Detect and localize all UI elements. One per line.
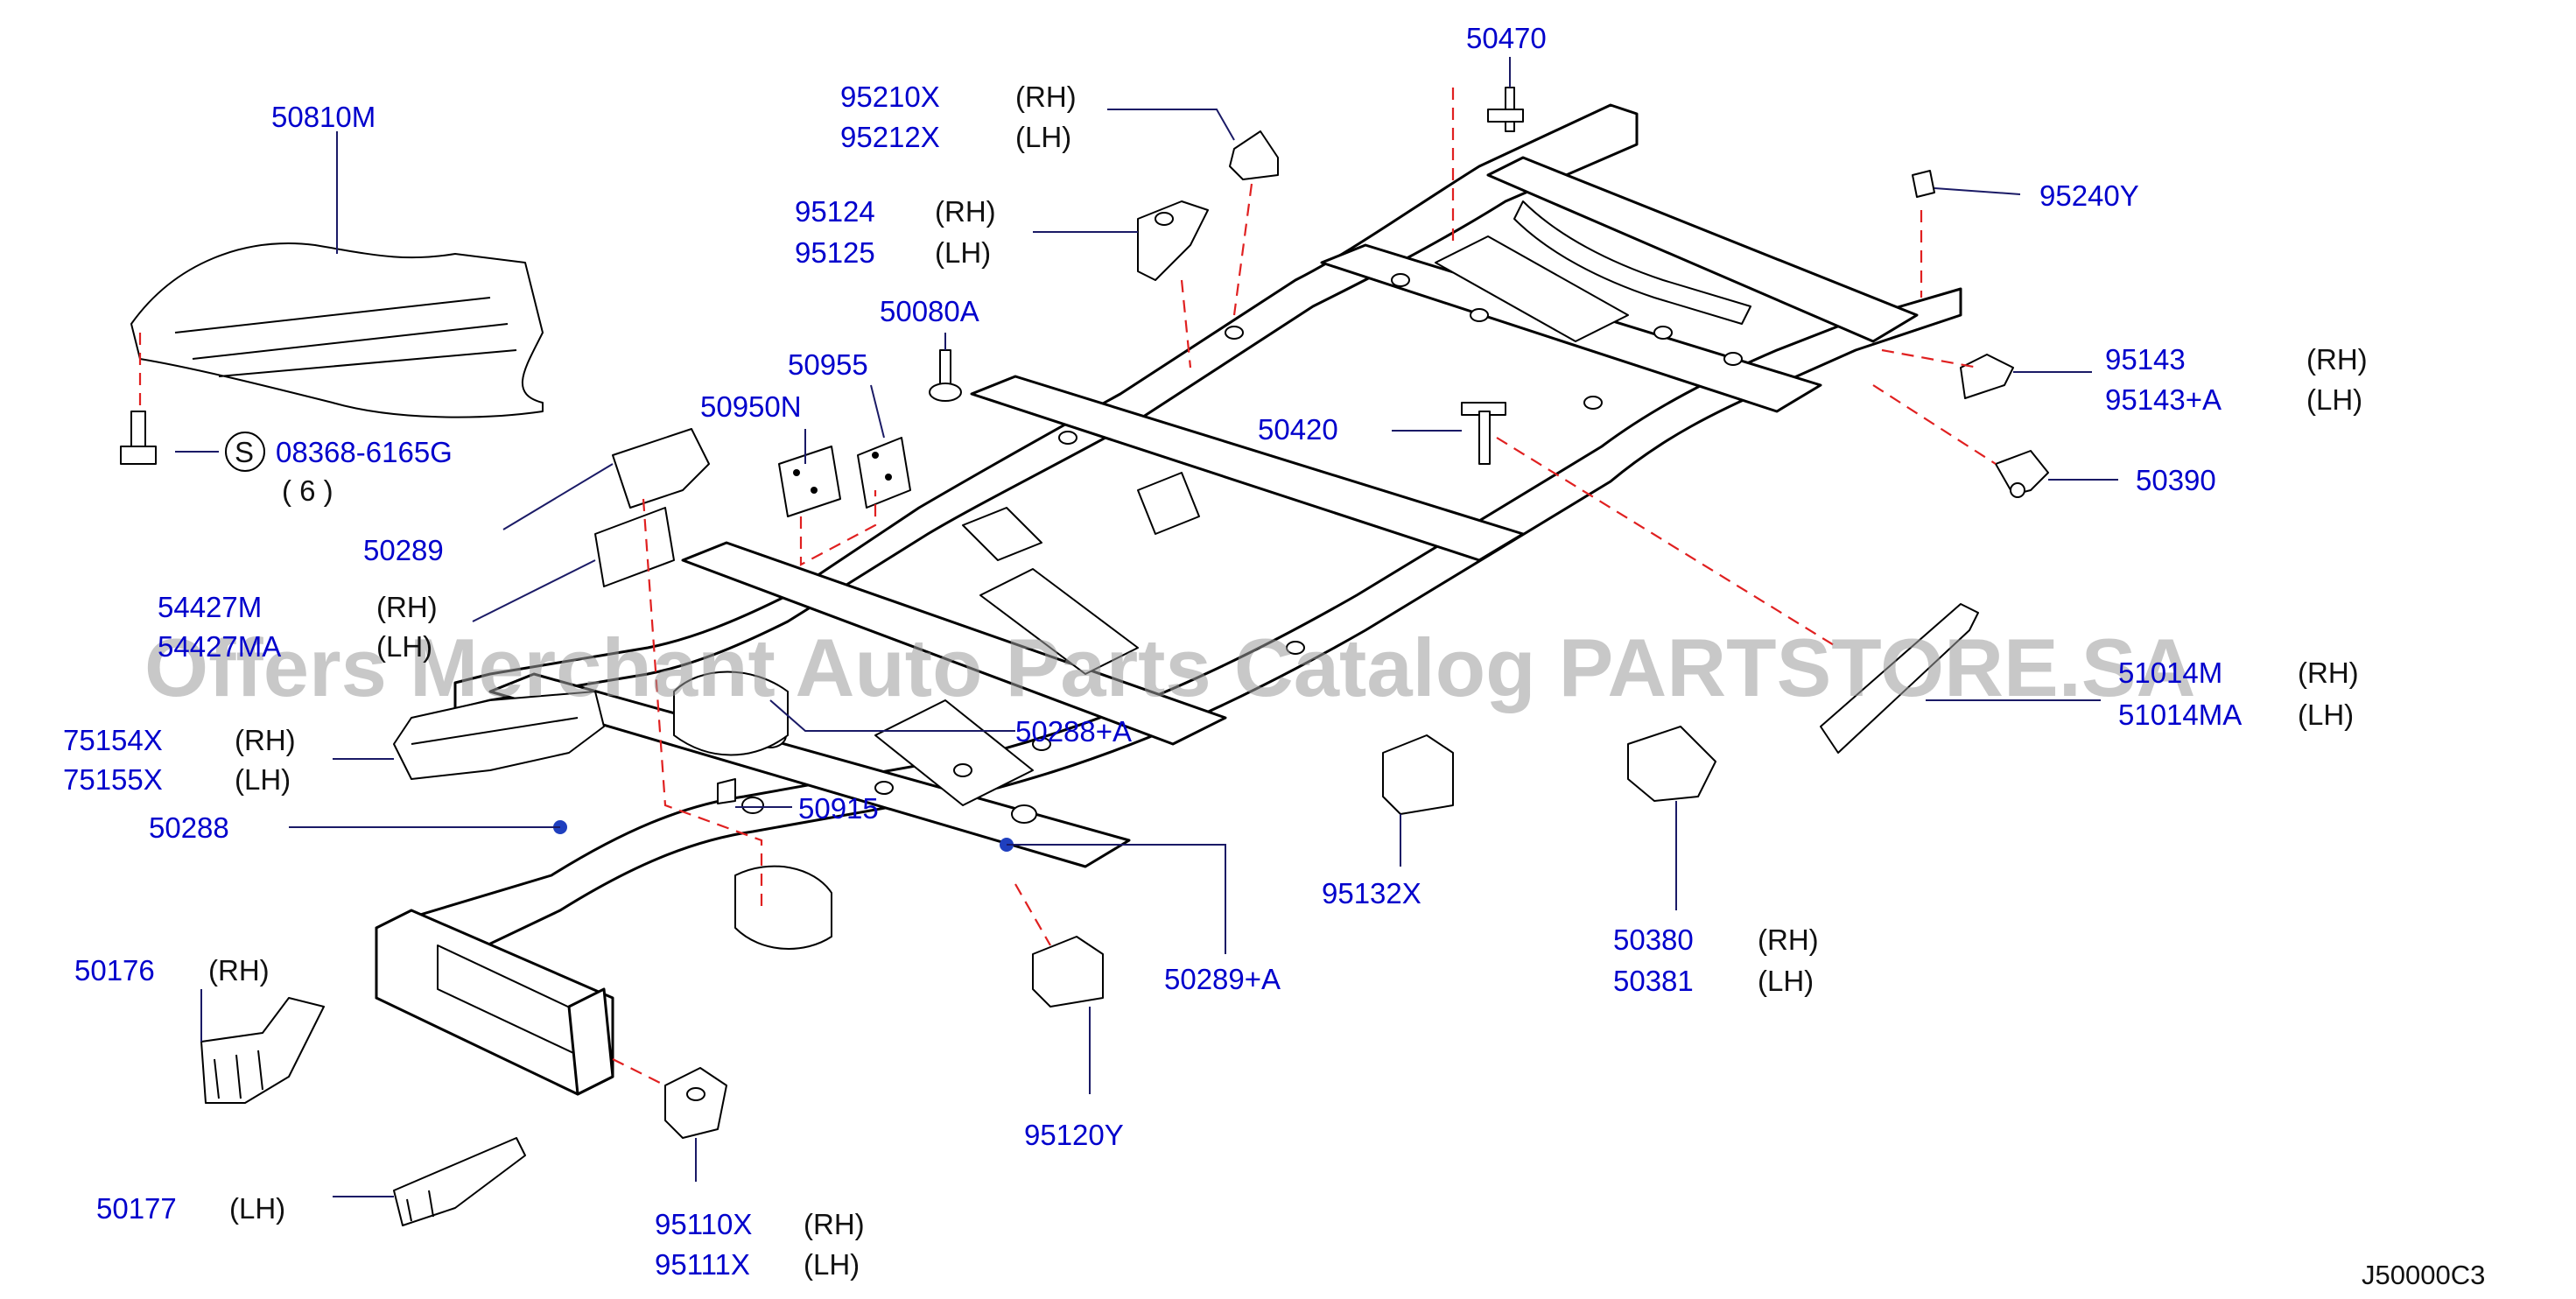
label-95212X[interactable]: 95212X [840, 121, 940, 153]
leader-lines [175, 57, 2118, 1197]
label-50288A[interactable]: 50288+A [1015, 715, 1132, 748]
label-95143[interactable]: 95143 [2105, 343, 2186, 376]
label-50289[interactable]: 50289 [363, 534, 444, 566]
part-50080A-bolt[interactable] [929, 349, 962, 402]
alignment-guides [138, 88, 1997, 1086]
part-95110X-bracket[interactable] [664, 1067, 727, 1139]
part-08368-bolt[interactable] [120, 411, 157, 465]
part-50470-stud[interactable] [1487, 87, 1524, 132]
label-54427MA[interactable]: 54427MA [158, 630, 281, 663]
label-95110X-side: (RH) [804, 1208, 865, 1240]
label-95125-side: (LH) [935, 236, 991, 269]
part-50420-stud[interactable] [1461, 402, 1506, 465]
label-95210X-side: (RH) [1015, 81, 1077, 113]
label-50176[interactable]: 50176 [74, 954, 155, 987]
label-95124[interactable]: 95124 [795, 195, 875, 228]
label-95111X[interactable]: 95111X [655, 1248, 750, 1281]
label-95124-side: (RH) [935, 195, 996, 228]
label-bolt-qty: ( 6 ) [282, 474, 333, 507]
label-54427MA-side: (LH) [376, 630, 432, 663]
label-50950N[interactable]: 50950N [700, 390, 802, 423]
label-50288[interactable]: 50288 [149, 811, 229, 844]
label-50915[interactable]: 50915 [798, 792, 879, 825]
label-75155X-side: (LH) [235, 763, 291, 796]
label-50955[interactable]: 50955 [788, 348, 868, 381]
label-95143-side: (RH) [2306, 343, 2368, 376]
label-75155X[interactable]: 75155X [63, 763, 163, 796]
part-50915-clip[interactable] [717, 778, 736, 804]
label-95240Y[interactable]: 95240Y [2039, 179, 2139, 212]
part-95120Y-bracket[interactable] [1032, 936, 1104, 1008]
part-50177-mount[interactable] [393, 1137, 526, 1226]
label-50470[interactable]: 50470 [1466, 22, 1547, 54]
label-50177-side: (LH) [229, 1192, 285, 1225]
label-51014M[interactable]: 51014M [2118, 657, 2222, 689]
label-08368-6165G[interactable]: 08368-6165G [276, 436, 453, 468]
part-50955-plate[interactable] [857, 437, 911, 509]
part-50176-mount[interactable] [200, 997, 325, 1104]
part-50289-bracket[interactable] [594, 428, 710, 587]
label-54427M-side: (RH) [376, 591, 438, 623]
diagram-reference: J50000C3 [2362, 1260, 2485, 1290]
part-50950N-plate[interactable] [778, 446, 841, 517]
watermark: Offers Merchant Auto Parts Catalog PARTS… [144, 621, 2195, 713]
label-51014MA[interactable]: 51014MA [2118, 699, 2242, 731]
label-51014M-side: (RH) [2298, 657, 2359, 689]
label-95210X[interactable]: 95210X [840, 81, 940, 113]
label-50810M[interactable]: 50810M [271, 101, 376, 133]
part-95210X-bracket[interactable] [1229, 130, 1279, 180]
part-50380-mount[interactable] [1627, 726, 1716, 802]
part-51014M-rail[interactable] [1820, 603, 1979, 754]
label-75154X[interactable]: 75154X [63, 724, 163, 756]
label-95125[interactable]: 95125 [795, 236, 875, 269]
part-75154X-cover[interactable] [393, 691, 605, 780]
part-95143-bracket[interactable] [1960, 354, 2014, 399]
part-95132X-bracket[interactable] [1382, 734, 1454, 815]
part-95240Y-clip[interactable] [1912, 170, 1935, 198]
s-symbol-circle [225, 432, 265, 472]
label-50176-side: (RH) [208, 954, 270, 987]
s-symbol: S [235, 436, 254, 468]
label-50289A[interactable]: 50289+A [1164, 963, 1281, 995]
label-95120Y[interactable]: 95120Y [1024, 1119, 1124, 1151]
label-50380[interactable]: 50380 [1613, 923, 1694, 956]
part-50390-bracket[interactable] [1995, 450, 2049, 498]
label-75154X-side: (RH) [235, 724, 296, 756]
part-95124-bracket[interactable] [1137, 200, 1209, 281]
label-95212X-side: (LH) [1015, 121, 1071, 153]
chassis-frame [375, 103, 1962, 1096]
label-50177[interactable]: 50177 [96, 1192, 177, 1225]
label-95111X-side: (LH) [804, 1248, 860, 1281]
label-95110X[interactable]: 95110X [655, 1208, 752, 1240]
label-50390[interactable]: 50390 [2136, 464, 2216, 496]
label-51014MA-side: (LH) [2298, 699, 2354, 731]
part-labels: 50810M S 08368-6165G ( 6 ) 50289 54427M … [63, 22, 2485, 1290]
label-50380-side: (RH) [1758, 923, 1819, 956]
label-50420[interactable]: 50420 [1258, 413, 1338, 446]
label-50381[interactable]: 50381 [1613, 965, 1694, 997]
part-50810M-skid-plate[interactable] [130, 242, 544, 418]
label-95143A[interactable]: 95143+A [2105, 383, 2222, 416]
label-95143A-side: (LH) [2306, 383, 2362, 416]
label-50080A[interactable]: 50080A [880, 295, 979, 327]
label-50381-side: (LH) [1758, 965, 1814, 997]
label-54427M[interactable]: 54427M [158, 591, 262, 623]
label-95132X[interactable]: 95132X [1322, 877, 1421, 909]
